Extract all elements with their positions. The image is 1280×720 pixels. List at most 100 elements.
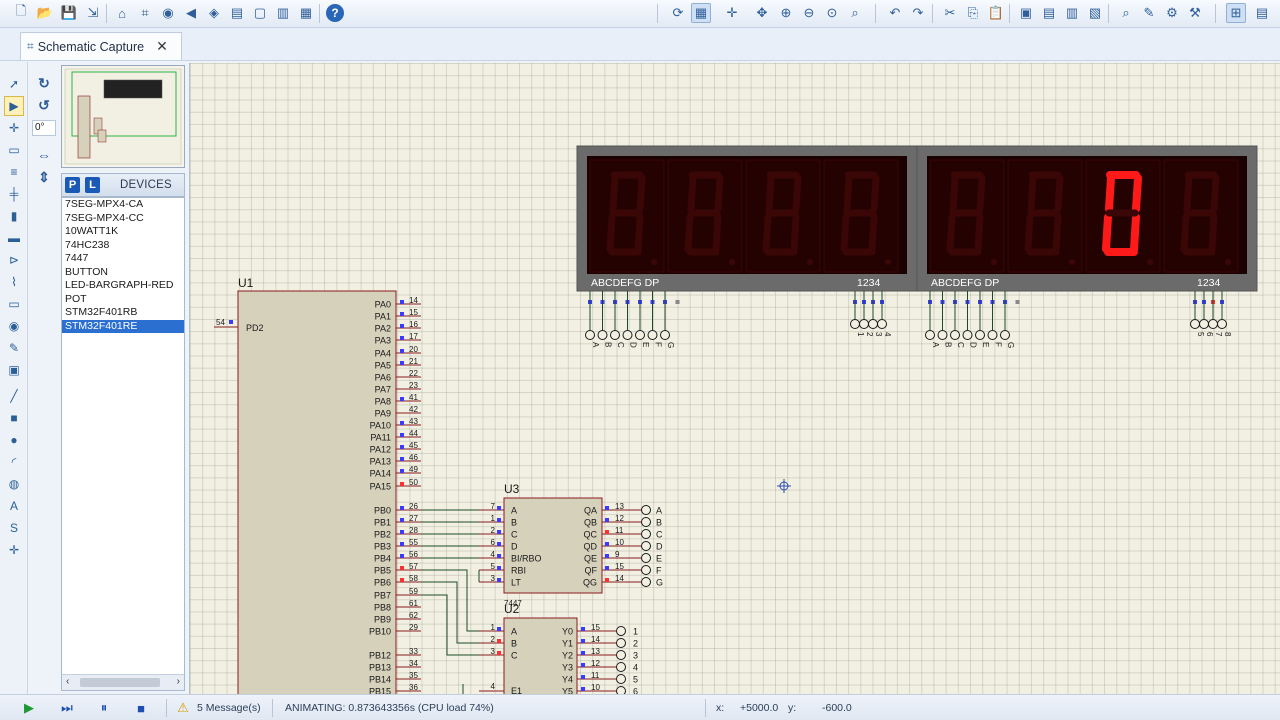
overview-window[interactable] xyxy=(61,65,185,168)
terminal-marker xyxy=(1190,319,1200,329)
origin-icon[interactable]: ✛ xyxy=(726,5,738,20)
symbol-icon[interactable]: S xyxy=(9,521,18,535)
zoom-out-icon[interactable]: ⊖ xyxy=(803,5,815,20)
redo-icon[interactable]: ↷ xyxy=(912,5,924,20)
device-list-item[interactable]: LED-BARGRAPH-RED xyxy=(65,279,174,291)
home-icon[interactable]: ⌂ xyxy=(118,5,126,21)
u3-pin-number: 3 xyxy=(491,574,496,583)
terminal-label: 1 xyxy=(856,332,865,337)
report-icon[interactable]: ▢ xyxy=(253,5,267,20)
scroll-left-icon[interactable]: ‹ xyxy=(66,676,70,687)
library-manager-button[interactable]: L xyxy=(85,177,100,193)
scroll-thumb[interactable] xyxy=(80,678,160,687)
device-list-item[interactable]: 7447 xyxy=(65,252,89,264)
arc-icon[interactable]: ◜ xyxy=(11,455,17,469)
u1-pin-name: PB12 xyxy=(369,651,391,661)
device-list-scrollbar[interactable]: ‹ › xyxy=(62,674,184,690)
terminal-marker xyxy=(1217,319,1227,329)
block-rotate-icon[interactable]: ▥ xyxy=(1065,5,1079,20)
grid-icon[interactable]: ▦ xyxy=(691,3,711,23)
device-list-item[interactable]: 10WATT1K xyxy=(65,225,119,237)
rotation-angle-field[interactable]: 0° xyxy=(32,120,56,136)
zoom-in-icon[interactable]: ⊕ xyxy=(780,5,792,20)
notes2-icon[interactable]: ▦ xyxy=(299,5,313,20)
u1-pin-number: 44 xyxy=(409,429,418,438)
zoom-all-icon[interactable]: ⊙ xyxy=(826,5,838,20)
device-list-item[interactable]: STM32F401RB xyxy=(65,306,138,318)
device-list-item[interactable]: POT xyxy=(65,292,87,305)
junction-dot-icon[interactable]: ✛ xyxy=(8,121,20,135)
text-script-icon[interactable]: ≡ xyxy=(10,165,18,179)
terminal-icon[interactable]: ▬ xyxy=(8,231,20,245)
erc-icon[interactable]: ▤ xyxy=(1255,5,1269,20)
pick-devices-button[interactable]: P xyxy=(65,177,80,193)
save-icon[interactable]: 💾 xyxy=(60,5,78,20)
new-file-icon[interactable]: 🗋 xyxy=(15,3,27,18)
graph-icon[interactable]: ⌇ xyxy=(11,275,17,289)
bom-icon[interactable]: ▤ xyxy=(230,5,244,20)
make-device-icon[interactable]: ✎ xyxy=(1143,5,1155,20)
zoom-area-icon[interactable]: ⌕ xyxy=(851,5,859,20)
selection-mode-icon[interactable]: ➚ xyxy=(8,77,20,91)
voltage-probe-icon[interactable]: ✎ xyxy=(8,341,20,355)
tab-schematic-capture[interactable]: ⌗ Schematic Capture ✕ xyxy=(20,32,182,60)
block-move-icon[interactable]: ▤ xyxy=(1042,5,1056,20)
pin-state-marker xyxy=(581,663,585,667)
device-pin-icon[interactable]: ⊳ xyxy=(8,253,20,267)
design-explorer-icon[interactable]: ⊞ xyxy=(1226,3,1246,23)
decompose-icon[interactable]: ⚒ xyxy=(1189,5,1201,20)
virtual-instrument-icon[interactable]: ▣ xyxy=(8,363,20,377)
tape-recorder-icon[interactable]: ▭ xyxy=(8,297,20,311)
device-list-item[interactable]: 7SEG-MPX4-CA xyxy=(65,198,144,210)
component-mode-icon[interactable]: ▶ xyxy=(4,96,24,116)
circle-icon[interactable]: ● xyxy=(10,433,18,447)
pcb-icon[interactable]: ◉ xyxy=(162,5,174,20)
display-segment xyxy=(1180,213,1190,253)
rotate-cw-icon[interactable]: ↻ xyxy=(38,74,50,91)
play-icon[interactable]: ▶ xyxy=(24,700,34,715)
pin-state-marker xyxy=(581,687,585,691)
notes-icon[interactable]: ▥ xyxy=(276,5,290,20)
mirror-y-icon[interactable]: ⇕ xyxy=(38,168,50,185)
bus-icon[interactable]: ╪ xyxy=(9,187,19,201)
path-icon[interactable]: ◍ xyxy=(8,477,20,491)
box-icon[interactable]: ■ xyxy=(10,411,18,425)
rotate-ccw-icon[interactable]: ↺ xyxy=(38,96,50,113)
packaging-tool-icon[interactable]: ⚙ xyxy=(1166,5,1178,20)
messages-count[interactable]: 5 Message(s) xyxy=(197,702,261,714)
schematic-icon[interactable]: ⌗ xyxy=(141,5,149,20)
pause-icon[interactable]: ⏸ xyxy=(100,700,108,715)
paste-icon[interactable]: 📋 xyxy=(987,5,1005,20)
pan-icon[interactable]: ✥ xyxy=(756,5,768,20)
device-list-item[interactable]: 7SEG-MPX4-CC xyxy=(65,211,144,224)
import-icon[interactable]: ⇲ xyxy=(87,5,99,20)
u2-pin-number: 12 xyxy=(591,659,600,668)
wire-label-icon[interactable]: ▭ xyxy=(8,143,20,157)
block-delete-icon[interactable]: ▧ xyxy=(1088,5,1102,20)
3d-view-icon[interactable]: ◈ xyxy=(209,5,219,20)
text-icon[interactable]: A xyxy=(9,499,18,513)
pick-device-icon[interactable]: ⌕ xyxy=(1122,5,1130,20)
undo-icon[interactable]: ↶ xyxy=(889,5,901,20)
scroll-right-icon[interactable]: › xyxy=(176,676,180,687)
gerber-icon[interactable]: ◀ xyxy=(186,5,196,20)
help-icon[interactable]: ? xyxy=(326,4,344,22)
subcircuit-icon[interactable]: ▮ xyxy=(10,209,18,223)
device-list-item[interactable]: BUTTON xyxy=(65,265,108,278)
cut-icon[interactable]: ✂ xyxy=(944,5,956,20)
refresh-icon[interactable]: ⟳ xyxy=(672,5,684,20)
block-copy-icon[interactable]: ▣ xyxy=(1019,5,1033,20)
generator-icon[interactable]: ◉ xyxy=(8,319,20,333)
marker-icon[interactable]: ✛ xyxy=(8,543,20,557)
mirror-x-icon[interactable]: ⇔ xyxy=(37,147,51,163)
line-icon[interactable]: ╱ xyxy=(10,389,18,403)
terminal-label: 6 xyxy=(1205,332,1214,337)
open-folder-icon[interactable]: 📂 xyxy=(36,5,54,20)
close-icon[interactable]: ✕ xyxy=(156,38,168,54)
stop-icon[interactable]: ■ xyxy=(137,700,145,716)
step-icon[interactable]: ⏭ xyxy=(61,700,73,715)
copy-icon[interactable]: ⎘ xyxy=(967,5,979,20)
device-list-item[interactable]: STM32F401RE xyxy=(62,319,184,333)
device-list-item[interactable]: 74HC238 xyxy=(65,238,110,251)
